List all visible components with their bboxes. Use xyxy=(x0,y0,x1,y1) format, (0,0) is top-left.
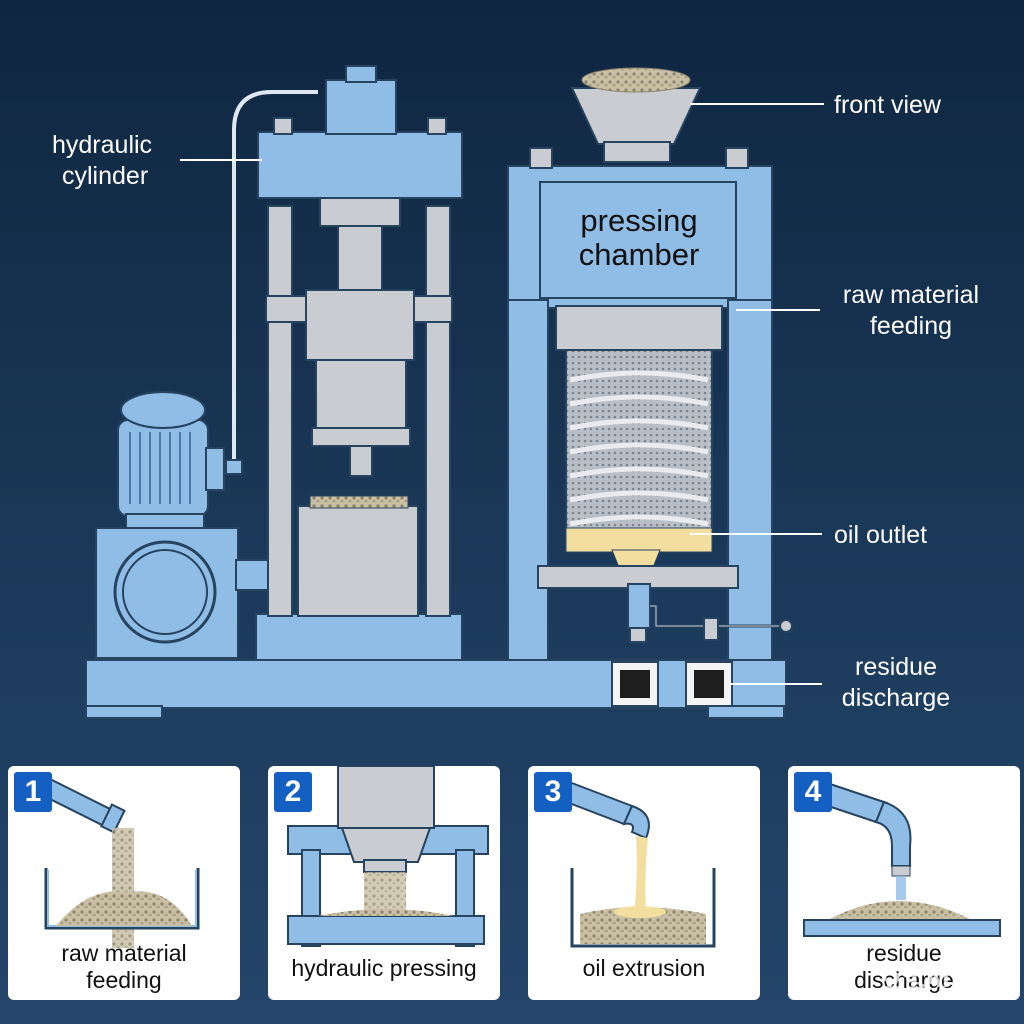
machine-base xyxy=(85,659,787,719)
label-front-view: front view xyxy=(834,91,941,119)
step-4-caption-line1: residue xyxy=(866,940,942,966)
label-oil-outlet: oil outlet xyxy=(834,521,928,549)
step-2-number: 2 xyxy=(274,772,312,812)
label-residue-discharge: residue discharge xyxy=(828,652,964,714)
screw-press xyxy=(507,67,793,707)
label-hydraulic-cylinder: hydraulic cylinder xyxy=(52,130,152,192)
step-3-caption-line1: oil extrusion xyxy=(582,955,706,981)
step-2-caption: hydraulic pressing xyxy=(268,955,500,982)
step-panel-3: 3 oil extrusion xyxy=(528,766,760,1000)
step-panel-4: 4 residue discharge xyxy=(788,766,1020,1000)
watermark: 豆包AI生成 xyxy=(880,968,994,993)
label-raw-material-feeding-line1: raw material xyxy=(842,281,980,309)
label-pressing-chamber: pressing chamber xyxy=(548,204,730,272)
step-2-illustration xyxy=(287,766,489,947)
hydraulic-press xyxy=(255,65,463,661)
label-residue-discharge-line2: discharge xyxy=(841,684,951,712)
step-2-caption-line1: hydraulic pressing xyxy=(291,955,477,981)
label-hydraulic-cylinder-line2: cylinder xyxy=(62,162,149,190)
step-4-number: 4 xyxy=(794,772,832,812)
hydraulic-hose xyxy=(232,90,318,470)
label-pressing-chamber-line2: chamber xyxy=(578,237,700,272)
step-1-caption-line1: raw material xyxy=(61,940,187,966)
leader-lines xyxy=(180,103,824,685)
step-panel-1: 1 raw material feeding xyxy=(8,766,240,1000)
step-panel-2: 2 hydraulic pressing xyxy=(268,766,500,1000)
label-raw-material-feeding-line2: feeding xyxy=(869,312,953,340)
label-hydraulic-cylinder-line1: hydraulic xyxy=(52,131,153,159)
motor-unit xyxy=(95,391,269,659)
machine-illustration xyxy=(85,65,824,719)
step-3-caption: oil extrusion xyxy=(528,955,760,982)
step-3-number: 3 xyxy=(534,772,572,812)
step-1-number: 1 xyxy=(14,772,52,812)
label-residue-discharge-line1: residue xyxy=(855,653,937,681)
step-1-caption-line2: feeding xyxy=(86,967,162,993)
step-4-caption-line2: discharge xyxy=(854,967,954,993)
label-pressing-chamber-line1: pressing xyxy=(580,203,698,238)
step-1-caption: raw material feeding xyxy=(8,940,240,994)
step-4-caption: residue discharge xyxy=(788,940,1020,994)
label-raw-material-feeding: raw material feeding xyxy=(828,280,994,342)
step-3-illustration xyxy=(554,778,716,948)
